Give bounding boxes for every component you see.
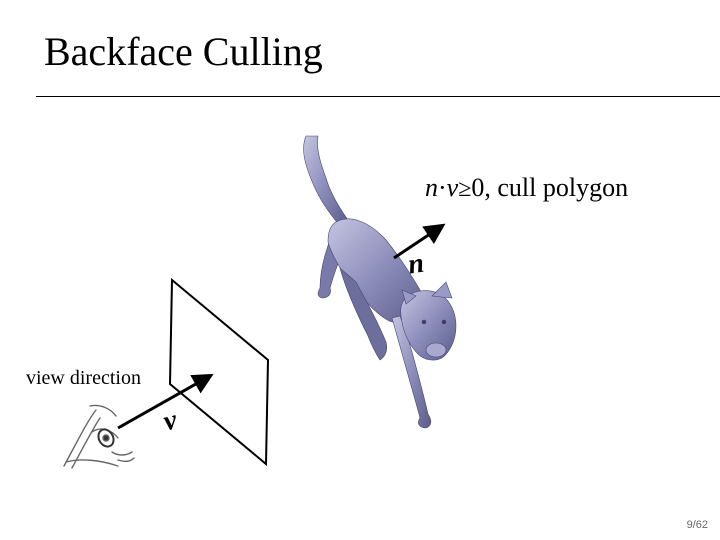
normal-label: n [406, 248, 426, 281]
condition-suffix: , cull polygon [484, 173, 629, 202]
view-direction-label: view direction [26, 367, 141, 389]
cat-model [303, 135, 457, 429]
figure: n v [63, 135, 457, 469]
page-number: 9/62 [686, 519, 708, 531]
eye-icon [63, 404, 135, 469]
vector-label: v [160, 404, 180, 437]
slide-title: Backface Culling [44, 29, 323, 74]
title-rule [36, 96, 720, 97]
ge-operator: ≥ [458, 176, 472, 202]
normal-symbol: n [425, 173, 438, 202]
cull-condition: n·v≥0, cull polygon [425, 172, 628, 205]
view-vector-arrow [117, 373, 214, 430]
normal-vector-arrow [393, 223, 446, 260]
view-plane [168, 277, 270, 467]
view-symbol: v [446, 173, 459, 202]
zero-value: 0 [471, 173, 485, 202]
dot-operator: · [438, 173, 447, 202]
